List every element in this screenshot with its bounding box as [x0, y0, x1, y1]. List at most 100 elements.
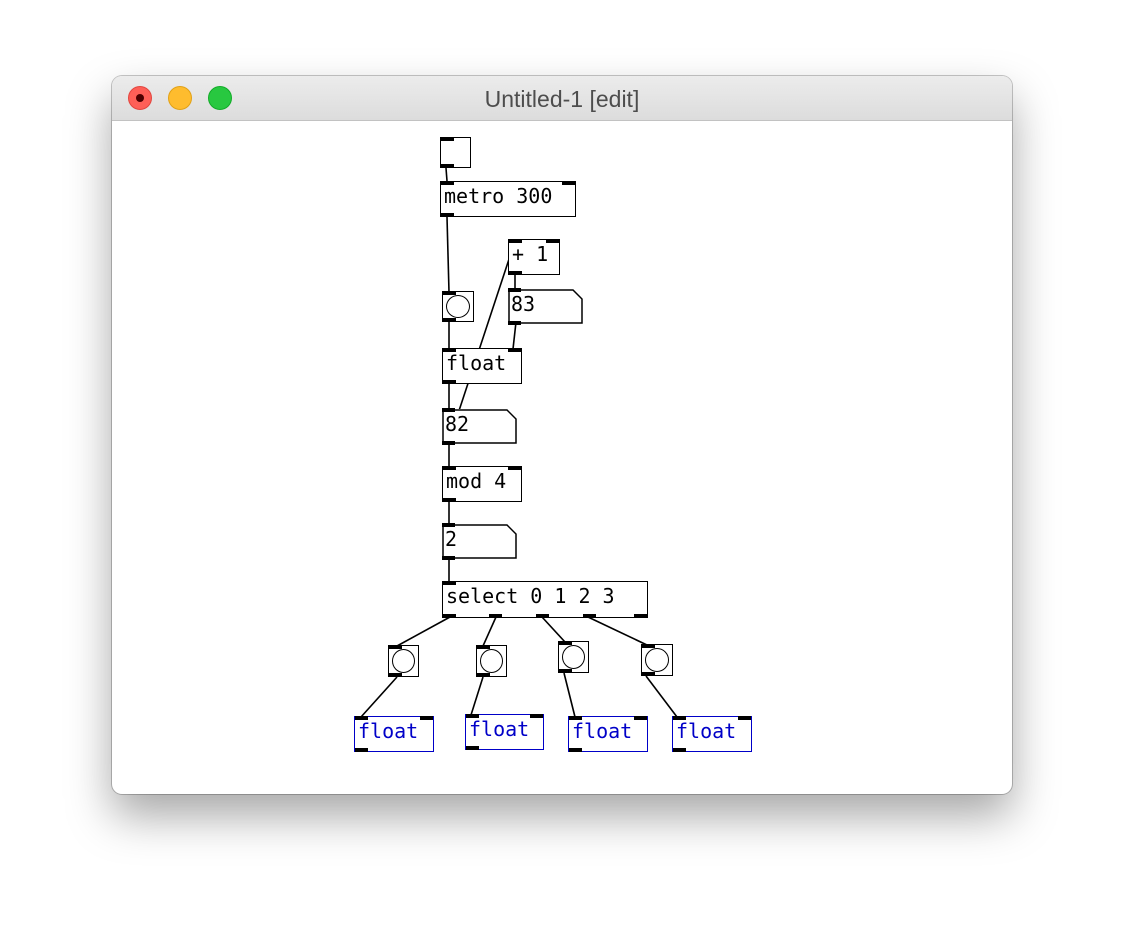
cord-bang-float-1: [360, 676, 398, 718]
select-label: select 0 1 2 3: [446, 584, 615, 608]
cord-bang-float-4: [645, 675, 678, 718]
bang-circle-icon: [480, 649, 503, 673]
float-label: float: [572, 719, 633, 743]
bang-button-1[interactable]: [388, 645, 419, 677]
inlet: [508, 348, 521, 352]
outlet: [569, 748, 582, 752]
number-value: 2: [445, 527, 458, 551]
inlet: [634, 716, 647, 720]
inlet: [466, 714, 479, 718]
float-object-2[interactable]: float: [465, 714, 544, 750]
inlet: [562, 181, 575, 185]
cord-select-bang-2: [482, 616, 497, 647]
inlet: [389, 645, 402, 649]
outlet: [583, 614, 596, 618]
toggle[interactable]: [440, 137, 471, 168]
title-bar[interactable]: Untitled-1 [edit]: [112, 76, 1012, 121]
number-value: 83: [511, 292, 536, 316]
outlet: [442, 441, 455, 445]
cord-select-bang-3: [541, 616, 566, 643]
outlet: [442, 556, 455, 560]
outlet: [673, 748, 686, 752]
float-object[interactable]: float: [442, 348, 522, 384]
inlet: [738, 716, 751, 720]
bang-button-4[interactable]: [641, 644, 673, 676]
metro-object[interactable]: metro 300: [440, 181, 576, 217]
float-label: float: [446, 351, 507, 375]
number-value: 82: [445, 412, 470, 436]
number-box-outline: [508, 289, 583, 324]
number-box-next[interactable]: 83: [508, 288, 584, 325]
float-label: float: [469, 717, 530, 741]
patch-cords: [360, 167, 678, 718]
outlet: [642, 672, 655, 676]
inlet: [443, 291, 456, 295]
inlet: [673, 716, 686, 720]
inlet: [420, 716, 433, 720]
close-button[interactable]: [128, 86, 152, 110]
bang-button-2[interactable]: [476, 645, 507, 677]
edited-dot-icon: [136, 94, 144, 102]
zoom-button[interactable]: [208, 86, 232, 110]
window-title: Untitled-1 [edit]: [484, 86, 640, 112]
cord-metro-bang: [446, 216, 450, 293]
inlet: [642, 644, 655, 648]
cord-number-plus: [448, 240, 516, 442]
inlet: [443, 348, 456, 352]
float-object-4[interactable]: float: [672, 716, 752, 752]
cord-bang-float-2: [470, 676, 484, 716]
number-box-mod-result[interactable]: 2: [442, 523, 518, 560]
inlet: [546, 239, 559, 243]
outlet: [443, 498, 456, 502]
metro-label: metro 300: [444, 184, 553, 208]
plus-object[interactable]: + 1: [508, 239, 560, 275]
inlet: [443, 466, 456, 470]
inlet: [559, 641, 572, 645]
mod-label: mod 4: [446, 469, 507, 493]
outlet: [443, 318, 456, 322]
inlet: [509, 239, 522, 243]
bang-circle-icon: [562, 645, 585, 669]
outlet: [634, 614, 647, 618]
bang-circle-icon: [392, 649, 415, 673]
outlet: [559, 669, 572, 673]
inlet: [508, 288, 521, 292]
outlet: [443, 380, 456, 384]
bang-button[interactable]: [442, 291, 474, 322]
inlet: [530, 714, 543, 718]
inlet: [508, 466, 521, 470]
number-box-outline: [442, 409, 517, 444]
float-object-1[interactable]: float: [354, 716, 434, 752]
inlet: [477, 645, 490, 649]
cord-number-float: [512, 321, 517, 350]
outlet: [441, 213, 454, 217]
float-label: float: [358, 719, 419, 743]
outlet: [509, 271, 522, 275]
inlet: [569, 716, 582, 720]
inlet: [441, 137, 454, 141]
plus-label: + 1: [512, 242, 549, 266]
cord-select-bang-4: [587, 616, 648, 646]
inlet: [442, 408, 455, 412]
patch-canvas[interactable]: metro 300 + 1 83 f: [112, 121, 1012, 794]
outlet: [489, 614, 502, 618]
cord-select-bang-1: [396, 616, 451, 647]
outlet: [389, 673, 402, 677]
number-box-outline: [442, 524, 517, 559]
outlet: [477, 673, 490, 677]
outlet: [536, 614, 549, 618]
inlet: [442, 523, 455, 527]
outlet: [466, 746, 479, 750]
bang-button-3[interactable]: [558, 641, 589, 673]
inlet: [443, 581, 456, 585]
outlet: [508, 321, 521, 325]
bang-circle-icon: [446, 295, 470, 318]
float-label: float: [676, 719, 737, 743]
mod-object[interactable]: mod 4: [442, 466, 522, 502]
select-object[interactable]: select 0 1 2 3: [442, 581, 648, 618]
minimize-button[interactable]: [168, 86, 192, 110]
outlet: [441, 164, 454, 168]
float-object-3[interactable]: float: [568, 716, 648, 752]
number-box-counter[interactable]: 82: [442, 408, 518, 445]
inlet: [355, 716, 368, 720]
